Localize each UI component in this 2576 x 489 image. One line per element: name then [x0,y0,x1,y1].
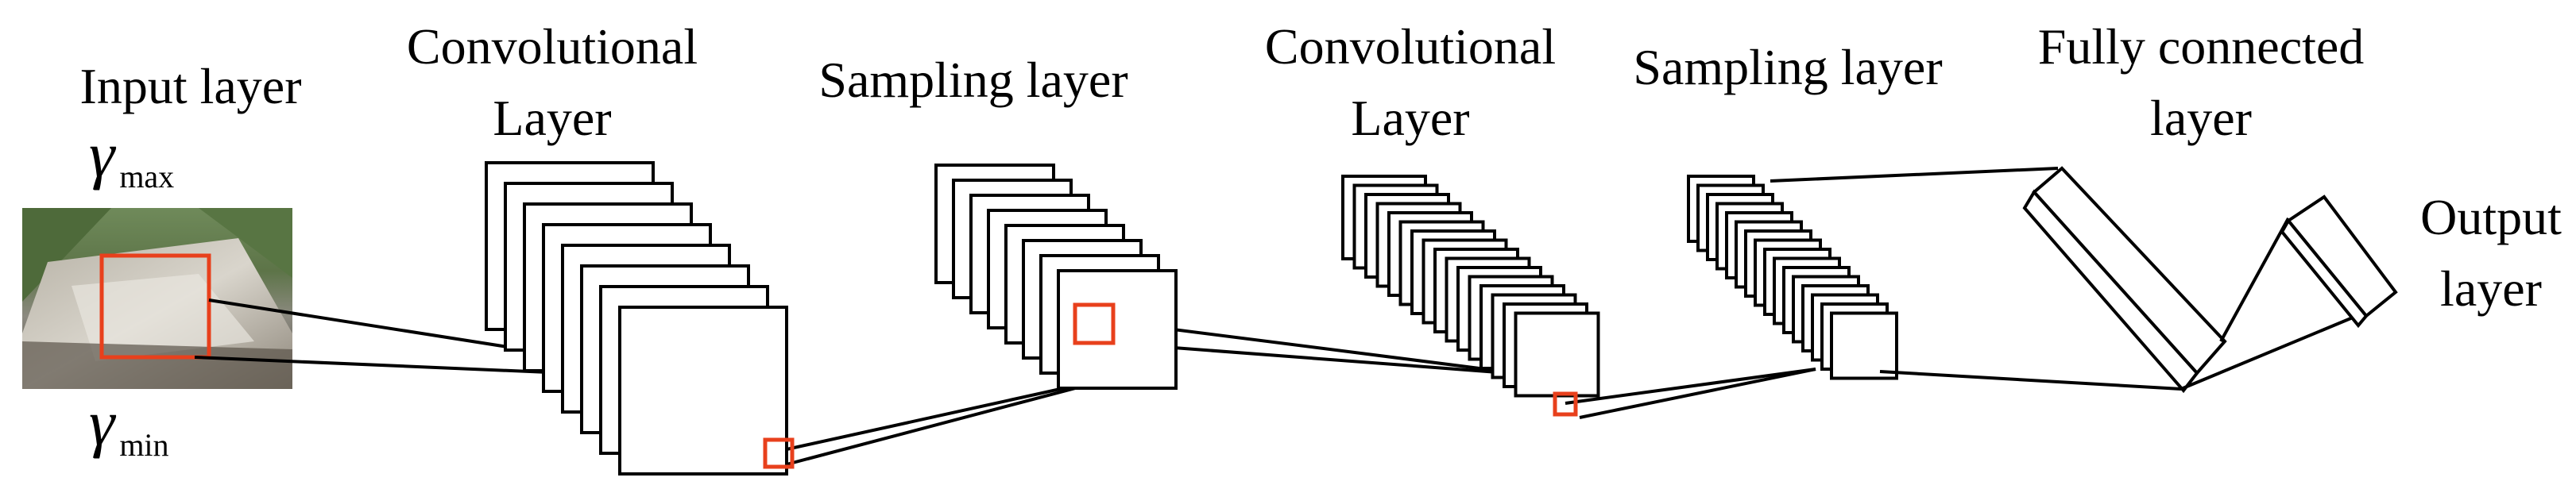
conv2-receptive-field [1553,391,1578,417]
sampling-layer-1-feature-maps [934,164,1178,390]
conv1-map [618,306,788,476]
conv2-map [1514,311,1600,398]
conv-layer-1-label-line1: Convolutional [407,18,698,75]
conv-layer-2-label-line1: Convolutional [1265,18,1556,75]
fully-connected-label-line1: Fully connected [2038,18,2365,75]
sampling-layer-2-label: Sampling layer [1633,39,1942,95]
sampling-layer-1-label: Sampling layer [818,52,1127,108]
fully-connected-block [1770,166,2398,394]
landslide-photo [22,208,292,389]
sampling1-map [1057,269,1178,390]
conv1-receptive-field [763,437,795,469]
output-layer-label-line1: Output [2420,189,2562,245]
output-layer-label-line2: layer [2440,260,2542,317]
sampling2-map [1830,311,1898,380]
input-layer-label: Input layer [80,58,302,114]
sampling-layer-2-feature-maps [1687,175,1898,380]
conv-layer-1-feature-maps [485,161,788,476]
sampling1-receptive-field [1073,302,1116,345]
conv-layer-2-label-line2: Layer [1351,90,1469,146]
conv-layer-2-feature-maps [1341,175,1600,398]
fully-connected-label-line2: layer [2150,90,2252,146]
input-receptive-field [99,253,211,360]
conv-layer-1-label-line2: Layer [493,90,611,146]
